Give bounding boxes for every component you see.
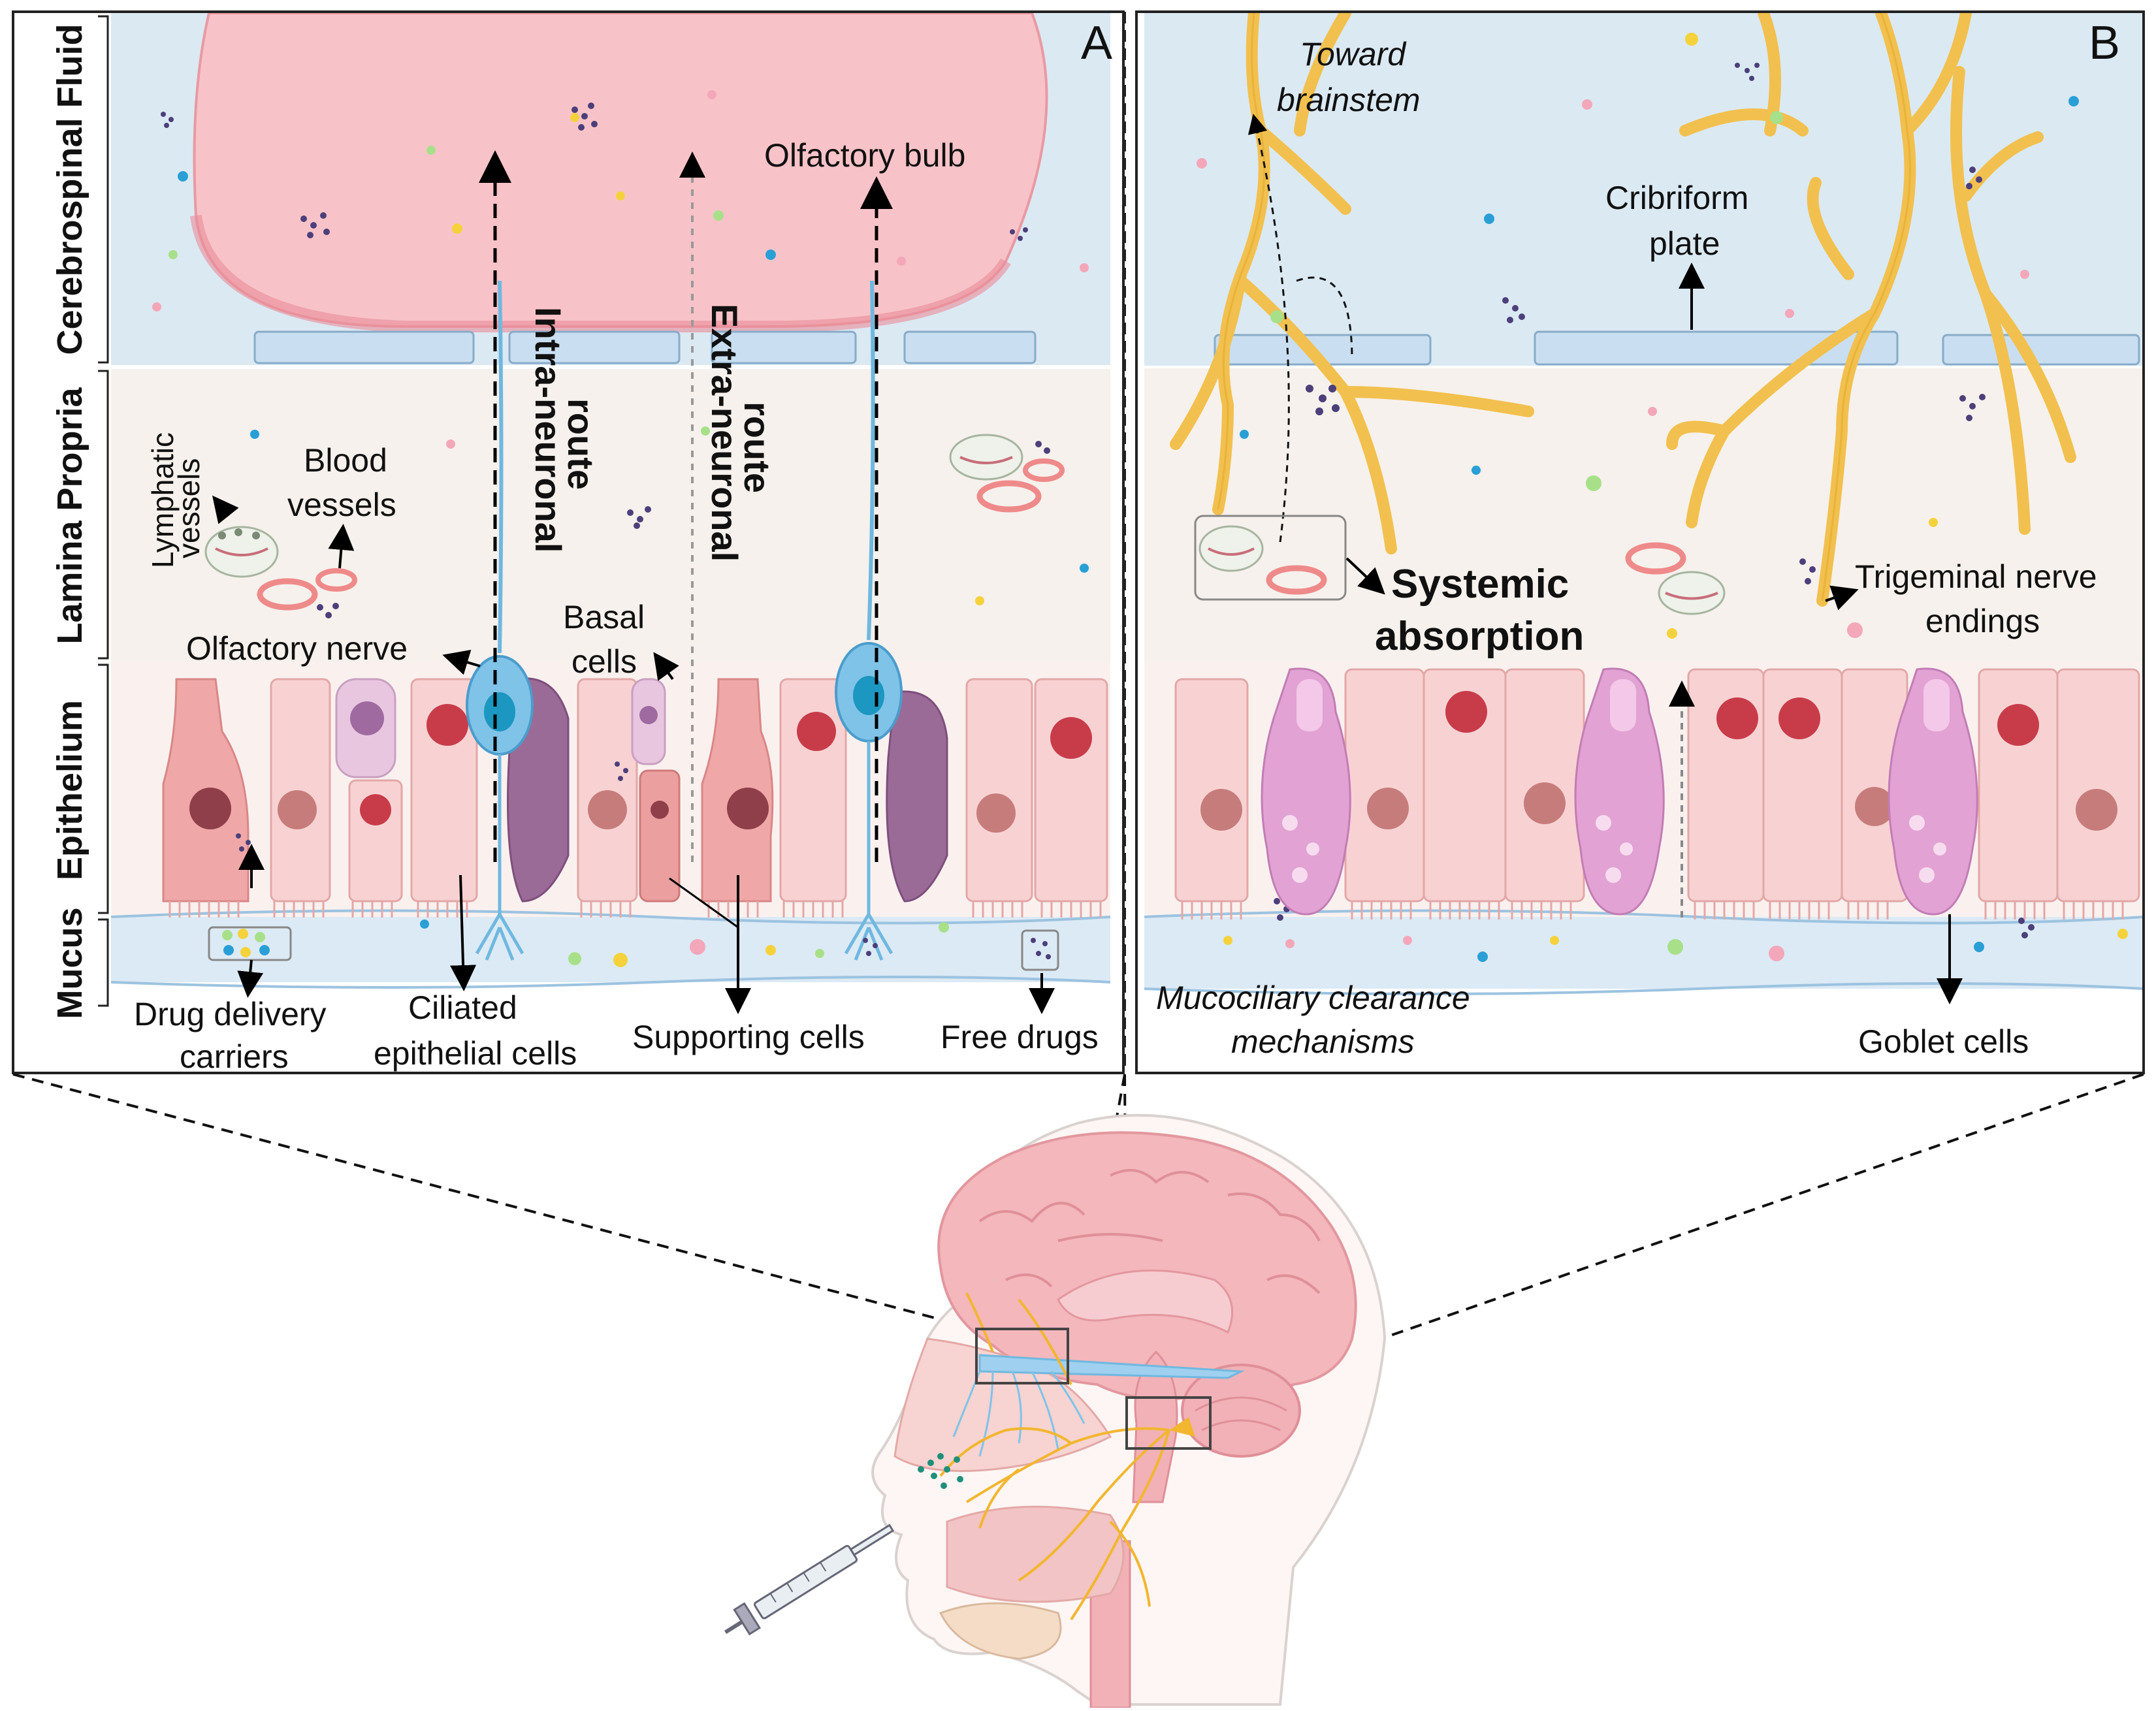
- label-goblet-cells: Goblet cells: [1858, 1023, 2029, 1060]
- vessel-box: [1194, 515, 1347, 601]
- label-basal-cells: cells: [571, 643, 637, 680]
- blood-vessel: [257, 578, 318, 611]
- goblet-cell: [1261, 667, 1351, 916]
- zoom-box-a: [975, 1328, 1069, 1384]
- panel-a: Cerebrospinal Fluid Lamina Propria Epith…: [12, 10, 1126, 1075]
- label-lymphatic: Lymphatic: [146, 432, 180, 568]
- label-ciliated-cells: epithelial cells: [374, 1035, 577, 1072]
- lymphatic-vessel: [204, 526, 279, 578]
- lamina-layer: [111, 368, 1110, 662]
- layer-label-mucus: Mucus: [50, 907, 89, 1019]
- label-drug-delivery: Drug delivery: [134, 996, 327, 1032]
- trigeminal-nerve-head: [939, 1292, 1170, 1621]
- panel-letter-b: B: [2089, 17, 2120, 69]
- label-blood: Blood: [304, 442, 387, 479]
- label-carriers: carriers: [180, 1038, 289, 1075]
- label-plate: plate: [1649, 225, 1720, 262]
- drug-carrier-box: [208, 926, 292, 961]
- layer-label-lamina: Lamina Propria: [50, 387, 89, 644]
- label-extra-route: route: [737, 402, 778, 493]
- goblet-cell: [1888, 667, 1978, 916]
- label-cribriform: Cribriform: [1605, 180, 1748, 216]
- cerebellum: [1181, 1364, 1301, 1458]
- zoom-box-b: [1125, 1396, 1212, 1450]
- label-supporting-cells: Supporting cells: [632, 1019, 865, 1055]
- label-mucociliary: Mucociliary clearance: [1156, 980, 1470, 1016]
- cribriform-plate-segment: [711, 330, 857, 364]
- cribriform-plate-segment: [1942, 334, 2140, 366]
- label-free-drugs: Free drugs: [941, 1019, 1099, 1055]
- label-absorption: absorption: [1375, 614, 1584, 659]
- label-toward: Toward: [1300, 36, 1407, 72]
- label-systemic: Systemic: [1391, 562, 1569, 607]
- lymphatic-vessel: [1658, 571, 1726, 615]
- label-ciliated: Ciliated: [408, 989, 517, 1026]
- head-illustration: [724, 1113, 1387, 1709]
- label-blood-vessels: vessels: [287, 487, 396, 523]
- label-olfactory-bulb: Olfactory bulb: [764, 137, 965, 174]
- layer-label-csf: Cerebrospinal Fluid: [50, 24, 89, 355]
- goblet-cell: [1574, 667, 1665, 916]
- lymphatic-vessel: [1199, 525, 1264, 572]
- cribriform-plate-segment: [508, 330, 681, 364]
- label-mechanisms: mechanisms: [1231, 1023, 1415, 1060]
- label-endings: endings: [1925, 603, 2040, 639]
- drug-particles: [152, 90, 1089, 312]
- supporting-cell: [886, 690, 948, 903]
- lymphatic-vessel: [949, 434, 1023, 481]
- blood-vessel: [1625, 542, 1686, 575]
- layer-label-epithelium: Epithelium: [50, 700, 89, 880]
- label-olfactory-nerve: Olfactory nerve: [186, 630, 408, 667]
- mucus-layer-b: [1144, 917, 2144, 989]
- label-extra-neuronal: Extra-neuronal: [704, 304, 745, 562]
- label-intra-route: route: [560, 398, 602, 490]
- label-brainstem: brainstem: [1277, 82, 1421, 118]
- label-basal: Basal: [563, 599, 645, 635]
- blood-vessel: [315, 568, 357, 592]
- label-intra-neuronal: Intra-neuronal: [528, 307, 569, 552]
- panel-b: B Toward brainstem Cribriform plate Syst…: [1135, 10, 2145, 1074]
- label-vessels: vessels: [172, 458, 206, 558]
- free-drug-box: [1021, 929, 1059, 971]
- blood-vessel: [976, 480, 1042, 513]
- blood-vessel: [1023, 458, 1065, 482]
- olfactory-nerve-head: [978, 1354, 1245, 1379]
- cribriform-plate-segment: [253, 330, 475, 364]
- panel-letter-a: A: [1081, 17, 1112, 69]
- basal-cell: [639, 769, 681, 903]
- blood-vessel: [1266, 565, 1327, 595]
- olfactory-neuron: [835, 280, 903, 961]
- label-trigeminal: Trigeminal nerve: [1855, 558, 2097, 595]
- cribriform-plate-segment: [903, 330, 1037, 364]
- olfactory-neuron: [466, 280, 534, 961]
- nasal-syringe: [724, 1524, 895, 1636]
- epithelial-cells-b: [1174, 667, 2140, 919]
